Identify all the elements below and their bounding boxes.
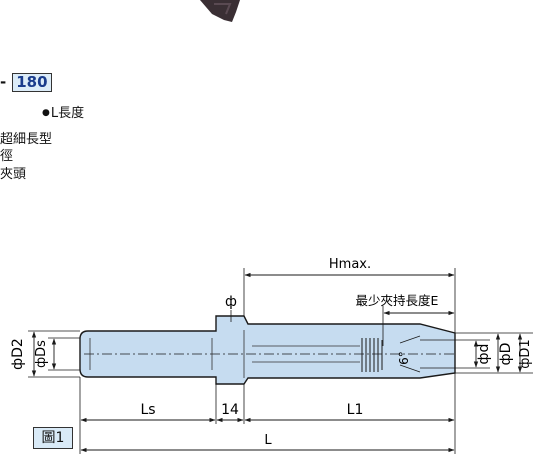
figure-label: 圖1	[33, 427, 73, 449]
tool-image-fragment	[200, 0, 240, 22]
description-line-2: 徑	[0, 149, 14, 164]
code-length-value: 180	[12, 73, 52, 92]
phi-d2-label: фD2	[10, 338, 26, 370]
phi-d-label: фd	[476, 344, 492, 365]
length-label-text: L長度	[50, 106, 85, 121]
ls-label: Ls	[140, 402, 155, 418]
angle-label: 6°	[397, 351, 411, 365]
phi-symbol-label: ф	[225, 294, 237, 310]
fourteen-label: 14	[221, 402, 239, 418]
description-line-1: 超細長型	[0, 132, 53, 147]
description-line-3: 夾頭	[0, 167, 27, 182]
hmax-label: Hmax.	[329, 257, 371, 272]
min-clamp-label: 最少夾持長度E	[356, 293, 439, 308]
phi-D-label: фD	[498, 343, 514, 366]
code-prefix: -	[0, 73, 7, 91]
length-label: ●L長度	[42, 102, 84, 121]
l1-label: L1	[347, 402, 364, 418]
phi-d1-label: фD1	[518, 339, 533, 368]
l-label: L	[264, 433, 272, 448]
phi-ds-label: фDs	[34, 340, 49, 368]
product-code: -180	[0, 73, 52, 92]
bullet-icon: ●	[42, 108, 50, 118]
holder-body	[79, 315, 456, 385]
